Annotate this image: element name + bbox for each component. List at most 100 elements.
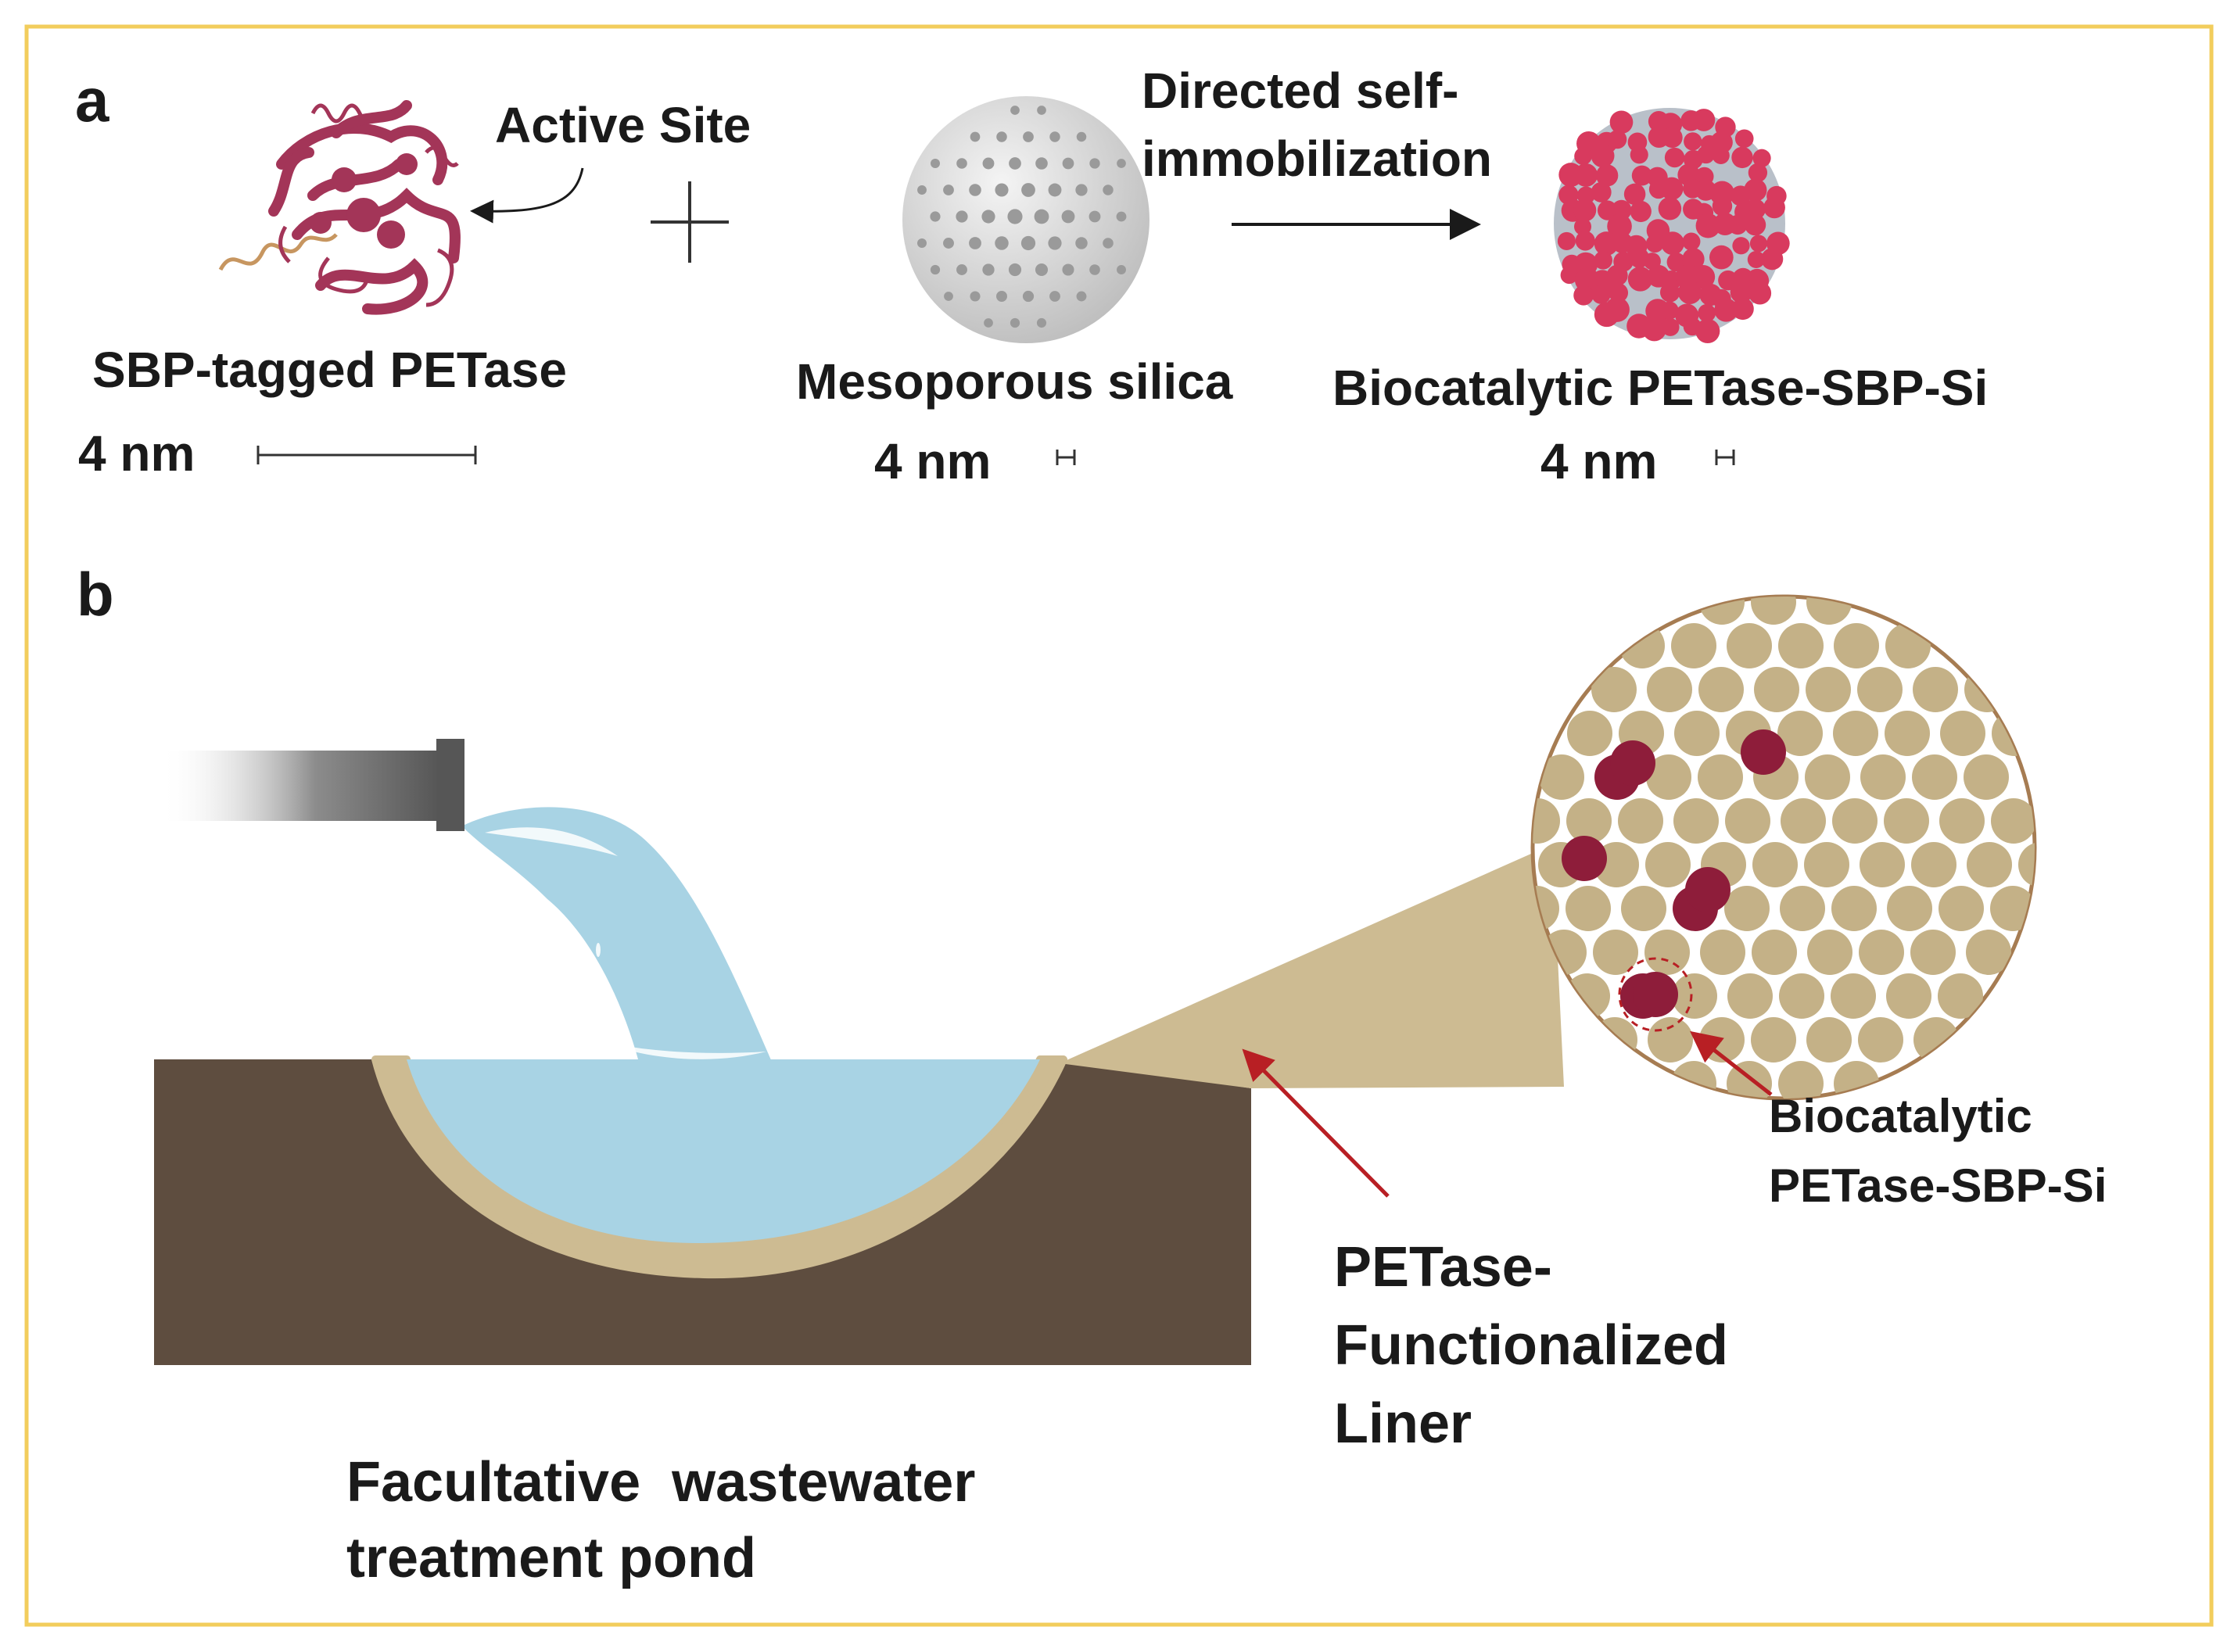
liner-bead <box>1939 798 1985 844</box>
liner-bead <box>1727 973 1773 1019</box>
liner-bead <box>1751 1017 1796 1063</box>
liner-bead <box>1645 842 1691 887</box>
liner-bead <box>1940 711 1985 756</box>
enzyme-blob <box>1597 200 1618 220</box>
silica-pore <box>1048 236 1062 250</box>
liner-bead <box>1646 754 1691 800</box>
silica-pore <box>970 291 981 302</box>
enzyme-blob <box>1731 297 1754 321</box>
enzyme-blob <box>1744 213 1766 236</box>
process-label-line2: immobilization <box>1142 131 1492 187</box>
process-label-line1: Directed self- <box>1142 63 1458 119</box>
liner-bead <box>1886 973 1931 1019</box>
liner-bead <box>1806 597 1852 625</box>
enzyme-blob <box>1730 281 1753 303</box>
enzyme-blob <box>1609 110 1634 134</box>
liner-bead <box>1834 623 1879 668</box>
liner-bead <box>1939 886 1984 931</box>
silica-pore <box>1049 131 1060 142</box>
enzyme-blob <box>1763 196 1785 219</box>
enzyme-blob <box>1712 195 1733 217</box>
product-label: Biocatalytic PETase-SBP-Si <box>1332 360 1988 416</box>
enzyme-blob <box>1744 178 1767 202</box>
enzyme-blob <box>1591 181 1612 202</box>
panel-b-letter: b <box>77 560 114 629</box>
liner-bead <box>1804 842 1849 887</box>
silica-pore <box>1010 317 1020 328</box>
silica-pore <box>930 264 941 275</box>
enzyme-blob <box>1691 265 1716 289</box>
liner-bead <box>1858 1017 1903 1063</box>
silica-pore <box>1062 157 1074 170</box>
silica-pore <box>917 185 927 195</box>
enzyme-blob <box>1557 231 1576 251</box>
liner-bead <box>1539 754 1584 800</box>
water-splash <box>485 827 766 1059</box>
enzyme-blob <box>1748 163 1768 183</box>
liner-bead <box>1806 667 1851 712</box>
silica-pore <box>1037 106 1046 115</box>
liner-arrow <box>1242 1048 1390 1198</box>
liner-bead <box>1644 930 1690 975</box>
liner-bead <box>1885 711 1930 756</box>
catalyst-bead <box>1610 740 1655 786</box>
enzyme-blob <box>1697 145 1716 164</box>
enzyme-blob <box>1574 147 1592 166</box>
liner-bead <box>2018 842 2035 887</box>
enzyme-blob <box>1747 250 1765 269</box>
enzyme-blob <box>1692 109 1716 131</box>
liner-bead <box>1673 798 1719 844</box>
silica-pore <box>995 183 1009 197</box>
enzyme-blob <box>1623 183 1646 206</box>
panel-a-letter: a <box>75 66 109 134</box>
silica-pore <box>1034 209 1049 224</box>
liner-bead <box>1778 1061 1824 1098</box>
silica-scale-label: 4 nm <box>874 433 991 489</box>
liner-bead <box>1591 667 1637 712</box>
liner-bead <box>1860 754 1906 800</box>
liner-bead <box>1778 623 1824 668</box>
enzyme-blob <box>1591 144 1615 168</box>
enzyme-blob <box>1631 165 1652 186</box>
silica-pore <box>1008 263 1022 277</box>
silica-pore <box>1035 263 1049 277</box>
liner-bead <box>1727 623 1772 668</box>
silica-pore <box>931 159 940 168</box>
silica-pore <box>1049 291 1060 302</box>
silica-pore <box>982 263 995 276</box>
silica-pore <box>995 236 1009 250</box>
enzyme-blob <box>1560 266 1578 285</box>
enzyme-blob <box>1682 232 1701 251</box>
enzyme-blob <box>1630 145 1648 164</box>
enzyme-blob <box>1605 297 1630 322</box>
enzyme-blob <box>1630 200 1652 223</box>
silica-scale-bar <box>1056 450 1076 465</box>
liner-bead <box>1991 798 2035 844</box>
silica-pore <box>943 238 954 249</box>
zoom-cone <box>1060 844 1564 1088</box>
silica-pore <box>1089 264 1100 275</box>
enzyme-blob <box>1714 298 1738 322</box>
active-site-label: Active Site <box>495 97 751 153</box>
enzyme-blob <box>1677 280 1702 304</box>
outfall-pipe-icon <box>160 739 464 831</box>
enzyme-blob <box>1594 231 1619 256</box>
enzyme-blob <box>1658 197 1682 220</box>
liner-bead <box>1593 930 1638 975</box>
liner-bead <box>1566 886 1611 931</box>
liner-label-line2: Functionalized <box>1334 1314 1728 1377</box>
catalyst-callout-line2: PETase-SBP-Si <box>1769 1159 2107 1212</box>
liner-bead <box>1752 930 1797 975</box>
enzyme-blob <box>1731 146 1753 169</box>
silica-pore <box>956 210 968 223</box>
liner-label-line1: PETase- <box>1334 1236 1552 1299</box>
liner-bead <box>1618 798 1663 844</box>
enzyme-blob <box>1645 235 1664 253</box>
liner-bead <box>1567 711 1612 756</box>
petase-scale-bar <box>256 446 477 464</box>
liner-bead <box>1807 930 1852 975</box>
silica-pore <box>944 292 953 301</box>
silica-pore <box>1076 131 1087 142</box>
silica-pore <box>1075 184 1088 196</box>
